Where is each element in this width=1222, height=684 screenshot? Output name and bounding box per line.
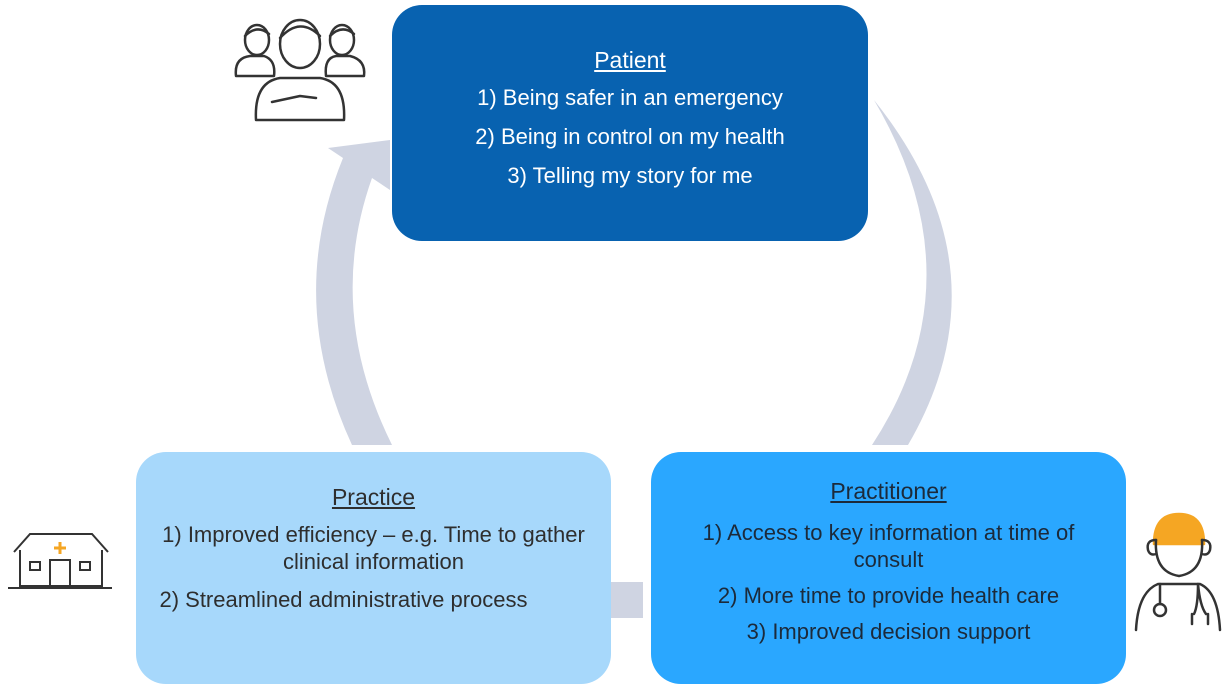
practitioner-item-3: 3) Improved decision support	[746, 619, 1031, 644]
arrow-practice-to-patient	[316, 140, 392, 445]
practice-item-1: 1) Improved efficiency – e.g. Time to ga…	[162, 522, 585, 574]
patient-box: Patient 1) Being safer in an emergency 2…	[392, 5, 868, 241]
practitioner-item-1: 1) Access to key information at time of …	[702, 520, 1075, 572]
patient-title: Patient	[594, 47, 666, 73]
practice-item-2: 2) Streamlined administrative process	[159, 587, 528, 612]
clinic-building-icon	[8, 533, 112, 589]
practice-list: 1) Improved efficiency – e.g. Time to ga…	[154, 521, 594, 624]
connector-practice-practitioner	[611, 582, 643, 618]
patient-list: 1) Being safer in an emergency 2) Being …	[475, 84, 784, 201]
patient-item-3: 3) Telling my story for me	[507, 163, 753, 188]
people-group-icon	[234, 18, 366, 122]
practice-box: Practice 1) Improved efficiency – e.g. T…	[136, 452, 611, 684]
arrow-patient-to-practitioner	[872, 100, 952, 445]
practitioner-box: Practitioner 1) Access to key informatio…	[651, 452, 1126, 684]
practitioner-item-2: 2) More time to provide health care	[717, 583, 1060, 608]
doctor-stethoscope-icon	[1134, 512, 1222, 632]
practitioner-title: Practitioner	[830, 478, 947, 504]
patient-item-1: 1) Being safer in an emergency	[477, 85, 783, 110]
practice-title: Practice	[331, 484, 416, 510]
practitioner-list: 1) Access to key information at time of …	[679, 519, 1099, 654]
patient-item-2: 2) Being in control on my health	[475, 124, 785, 149]
